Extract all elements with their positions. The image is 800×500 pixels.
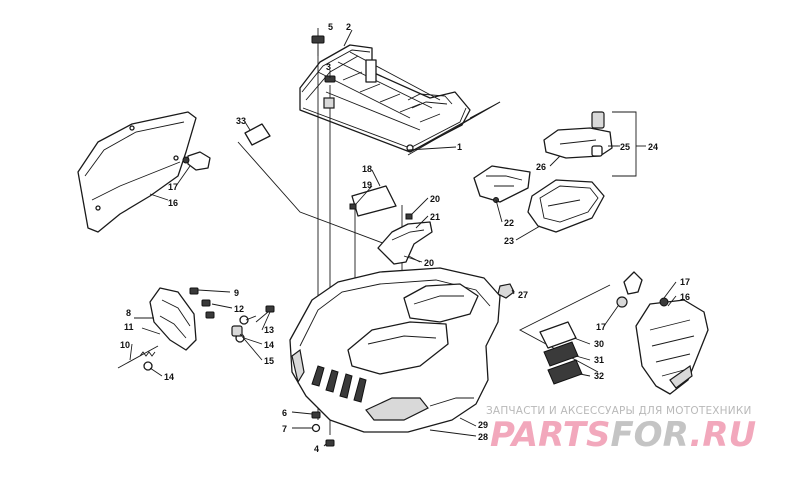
watermark-tagline: ЗАПЧАСТИ И АКСЕССУАРЫ ДЛЯ МОТОТЕХНИКИ <box>486 405 752 417</box>
part-9-screws[interactable] <box>189 287 215 319</box>
part-17-rivet-right-top[interactable] <box>623 271 643 295</box>
part-17-rivet-right[interactable] <box>616 296 669 308</box>
callout-7: 7 <box>282 424 287 434</box>
callout-28: 28 <box>478 432 488 442</box>
callout-30: 30 <box>594 339 604 349</box>
callout-22: 22 <box>504 218 514 228</box>
callout-21: 21 <box>430 212 440 222</box>
callout-24: 24 <box>648 142 658 152</box>
callout-14b: 14 <box>164 372 174 382</box>
callout-31: 31 <box>594 355 604 365</box>
watermark-part1: PARTS <box>490 415 610 455</box>
callout-27: 27 <box>518 290 528 300</box>
callout-12: 12 <box>234 304 244 314</box>
callout-29: 29 <box>478 420 488 430</box>
callout-10: 10 <box>120 340 130 350</box>
callout-25: 25 <box>620 142 630 152</box>
callout-4: 4 <box>314 444 319 454</box>
part-29-front-body[interactable] <box>289 267 501 433</box>
part-25-latch[interactable] <box>591 111 605 157</box>
watermark: ЗАПЧАСТИ И АКСЕССУАРЫ ДЛЯ МОТОТЕХНИКИ PA… <box>486 405 756 455</box>
callout-8: 8 <box>126 308 131 318</box>
callout-9: 9 <box>234 288 239 298</box>
callout-19: 19 <box>362 180 372 190</box>
watermark-logo: PARTSFOR.RU <box>490 415 756 455</box>
part-13-bolt[interactable] <box>255 305 275 323</box>
callout-20b: 20 <box>424 258 434 268</box>
callout-5: 5 <box>328 22 333 32</box>
callout-6: 6 <box>282 408 287 418</box>
part-6-7-bolt-washer[interactable] <box>311 411 321 433</box>
callout-26: 26 <box>536 162 546 172</box>
part-21-bracket[interactable] <box>377 213 433 265</box>
callout-2: 2 <box>346 22 351 32</box>
callout-16a: 16 <box>168 198 178 208</box>
part-22-storage-lid[interactable] <box>473 165 531 203</box>
part-16-right-side-panel[interactable] <box>635 299 709 395</box>
callout-15: 15 <box>264 356 274 366</box>
callout-1: 1 <box>457 142 462 152</box>
callout-13: 13 <box>264 325 274 335</box>
part-27-clip[interactable] <box>497 283 515 299</box>
callout-33: 33 <box>236 116 246 126</box>
part-5-bolt[interactable] <box>311 35 325 56</box>
part-23-storage-box[interactable] <box>527 179 605 233</box>
part-4-nut[interactable] <box>325 439 335 447</box>
part-8-headlight-bracket[interactable] <box>149 287 197 351</box>
callout-23: 23 <box>504 236 514 246</box>
part-1-rear-rack[interactable] <box>299 44 471 153</box>
callout-labels: 1 2 3 4 5 6 7 8 9 10 11 12 13 14 14 15 1… <box>120 22 690 454</box>
part-33-decal[interactable] <box>244 123 271 146</box>
part-30-decal[interactable] <box>539 321 577 349</box>
grille <box>311 365 367 403</box>
callout-16b: 16 <box>680 292 690 302</box>
callout-32: 32 <box>594 371 604 381</box>
callout-3: 3 <box>326 62 331 72</box>
watermark-part3: .RU <box>689 415 756 455</box>
callout-14a: 14 <box>264 340 274 350</box>
callout-17b: 17 <box>680 277 690 287</box>
part-18-decal-plate[interactable] <box>349 185 397 217</box>
callout-17a: 17 <box>168 182 178 192</box>
callout-18: 18 <box>362 164 372 174</box>
callout-17c: 17 <box>596 322 606 332</box>
callout-11: 11 <box>124 322 134 332</box>
part-15-bushing[interactable] <box>231 325 243 337</box>
part-10-spring-pin[interactable] <box>117 345 159 369</box>
part-17-rivet-left[interactable] <box>182 151 211 171</box>
part-14-washers[interactable] <box>143 315 249 371</box>
watermark-part2: FOR <box>610 415 689 455</box>
leader-lines <box>129 28 677 447</box>
part-16-left-side-panel[interactable] <box>77 111 197 233</box>
callout-20a: 20 <box>430 194 440 204</box>
part-31-decal[interactable] <box>543 341 579 367</box>
